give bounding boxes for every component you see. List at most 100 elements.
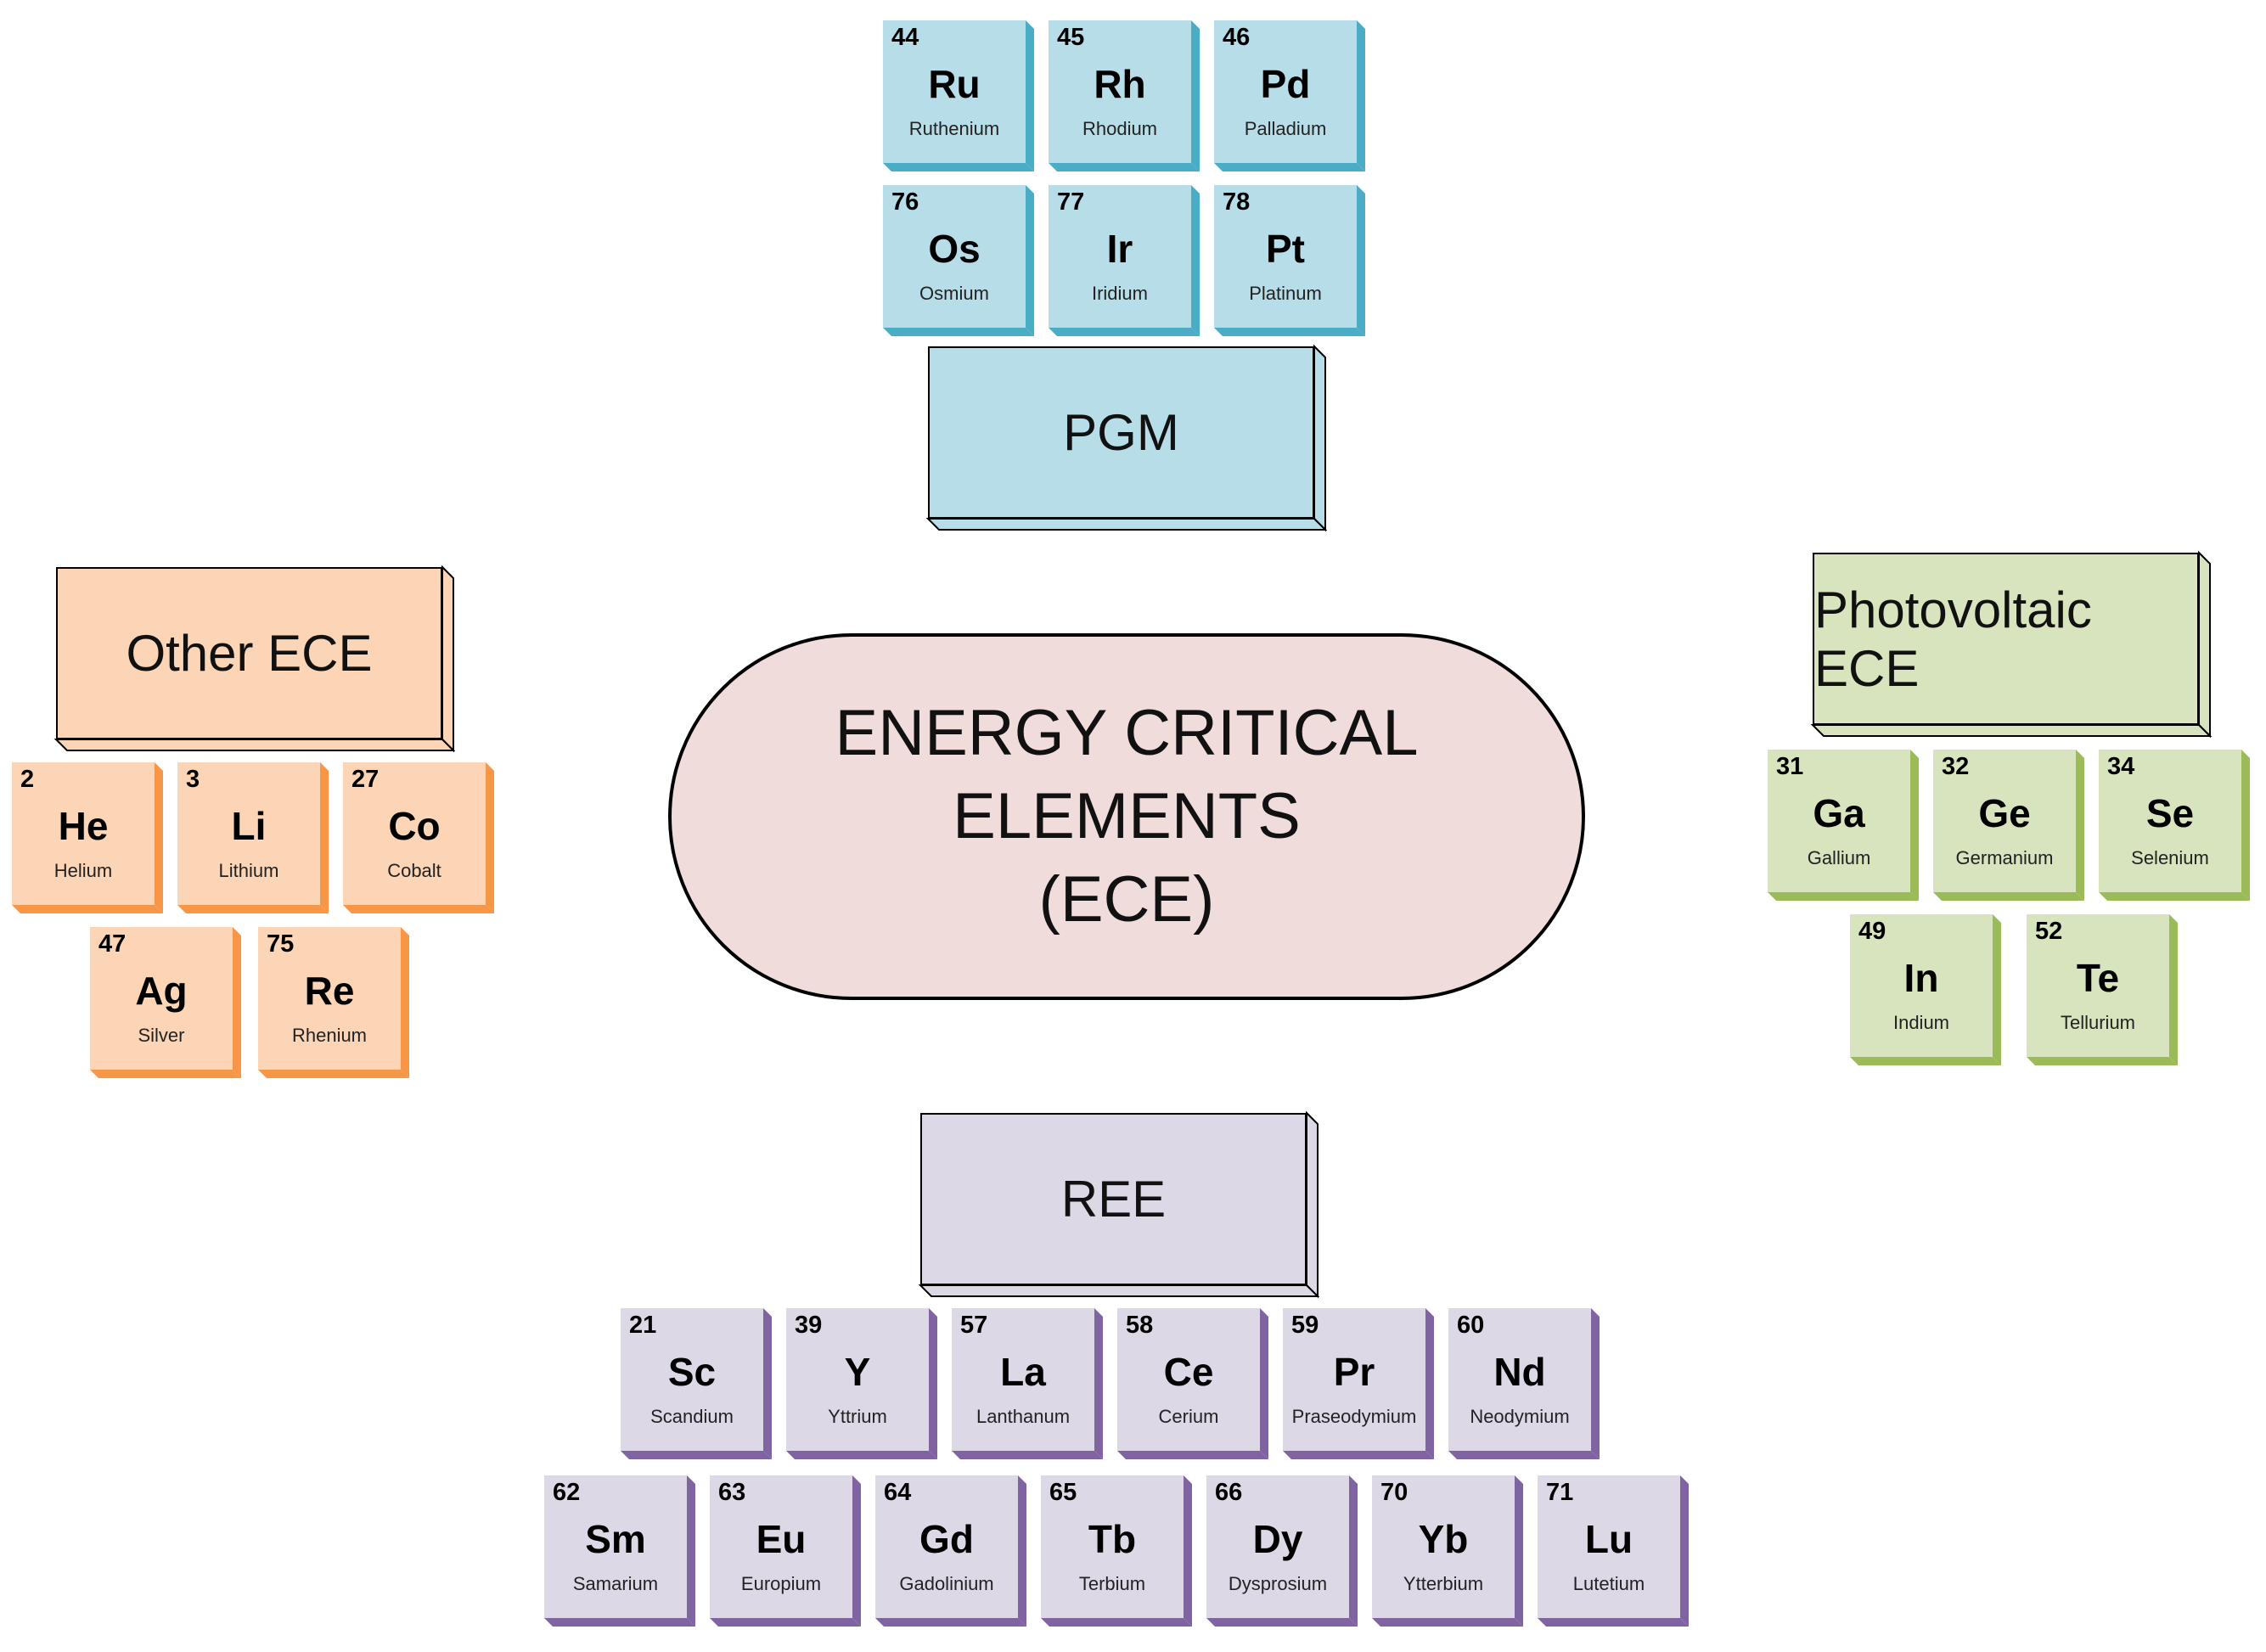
other-box-bevel <box>53 565 456 753</box>
element-symbol: Pd <box>1260 62 1311 106</box>
element-tile-bevel <box>1933 750 2084 901</box>
element-tile-bevel <box>258 927 409 1078</box>
center-title-pill: ENERGY CRITICAL ELEMENTS (ECE) <box>668 633 1585 1000</box>
element-name: Samarium <box>572 1573 659 1594</box>
element-name: Indium <box>1892 1012 1950 1033</box>
element-symbol: Ga <box>1813 791 1865 835</box>
element-name: Cobalt <box>387 860 441 881</box>
element-name: Selenium <box>2131 847 2209 868</box>
atomic-number: 65 <box>1049 1479 1077 1506</box>
other-ece-category-box: Other ECE <box>53 565 456 753</box>
photovoltaic-ece-category-box: Photovoltaic ECE <box>1810 550 2213 739</box>
atomic-number: 46 <box>1223 24 1251 51</box>
atomic-number: 75 <box>267 930 295 958</box>
ree-category-box: REE <box>918 1110 1320 1299</box>
element-symbol: Lu <box>1584 1517 1633 1561</box>
atomic-number: 76 <box>891 188 919 216</box>
element-symbol: Rh <box>1094 62 1146 106</box>
element-name: Scandium <box>650 1406 734 1427</box>
atomic-number: 71 <box>1546 1479 1574 1506</box>
element-name: Gadolinium <box>899 1573 994 1594</box>
element-name: Terbium <box>1078 1573 1146 1594</box>
ree-box-bevel <box>918 1110 1320 1299</box>
atomic-number: 62 <box>553 1479 581 1506</box>
element-name: Yttrium <box>828 1406 887 1427</box>
atomic-number: 34 <box>2107 753 2135 780</box>
element-tile-bevel <box>875 1475 1026 1627</box>
element-tile-bevel <box>1206 1475 1358 1627</box>
center-title-line2: (ECE) <box>1038 863 1215 936</box>
atomic-number: 32 <box>1942 753 1970 780</box>
element-symbol: Os <box>928 227 981 271</box>
atomic-number: 70 <box>1380 1479 1409 1506</box>
element-tile-bevel <box>544 1475 695 1627</box>
element-tile-bevel <box>1049 185 1200 336</box>
element-tile-bevel <box>1041 1475 1192 1627</box>
atomic-number: 45 <box>1057 24 1085 51</box>
atomic-number: 2 <box>20 766 35 793</box>
element-symbol: Ag <box>135 969 188 1013</box>
element-name: Ytterbium <box>1403 1573 1484 1594</box>
element-tile-bevel <box>1214 20 1365 171</box>
element-symbol: Y <box>844 1350 871 1394</box>
element-name: Osmium <box>919 283 989 304</box>
pgm-box-bevel <box>925 344 1328 532</box>
element-tile-bevel <box>1538 1475 1689 1627</box>
atomic-number: 64 <box>884 1479 912 1506</box>
atomic-number: 77 <box>1057 188 1085 216</box>
element-tile-bevel <box>621 1308 772 1459</box>
element-tile-bevel <box>786 1308 937 1459</box>
element-name: Gallium <box>1807 847 1871 868</box>
atomic-number: 52 <box>2035 918 2063 945</box>
atomic-number: 21 <box>629 1312 657 1339</box>
element-tile-bevel <box>1850 914 2001 1065</box>
element-tile-bevel <box>1214 185 1365 336</box>
element-tile-bevel <box>883 20 1034 171</box>
element-symbol: Ce <box>1163 1350 1214 1394</box>
element-symbol: Tb <box>1088 1517 1137 1561</box>
atomic-number: 27 <box>351 766 380 793</box>
element-tile-bevel <box>90 927 241 1078</box>
element-name: Lithium <box>218 860 279 881</box>
atomic-number: 44 <box>891 24 919 51</box>
element-name: Europium <box>740 1573 822 1594</box>
element-symbol: Pr <box>1333 1350 1375 1394</box>
element-symbol: Eu <box>756 1517 807 1561</box>
element-symbol: Te <box>2076 956 2120 1000</box>
element-symbol: He <box>58 804 109 848</box>
element-tile-bevel <box>883 185 1034 336</box>
element-tile-bevel <box>952 1308 1103 1459</box>
atomic-number: 31 <box>1776 753 1804 780</box>
element-symbol: Re <box>304 969 355 1013</box>
atomic-number: 57 <box>960 1312 988 1339</box>
element-tile-bevel <box>1448 1308 1600 1459</box>
element-name: Tellurium <box>2060 1012 2136 1033</box>
